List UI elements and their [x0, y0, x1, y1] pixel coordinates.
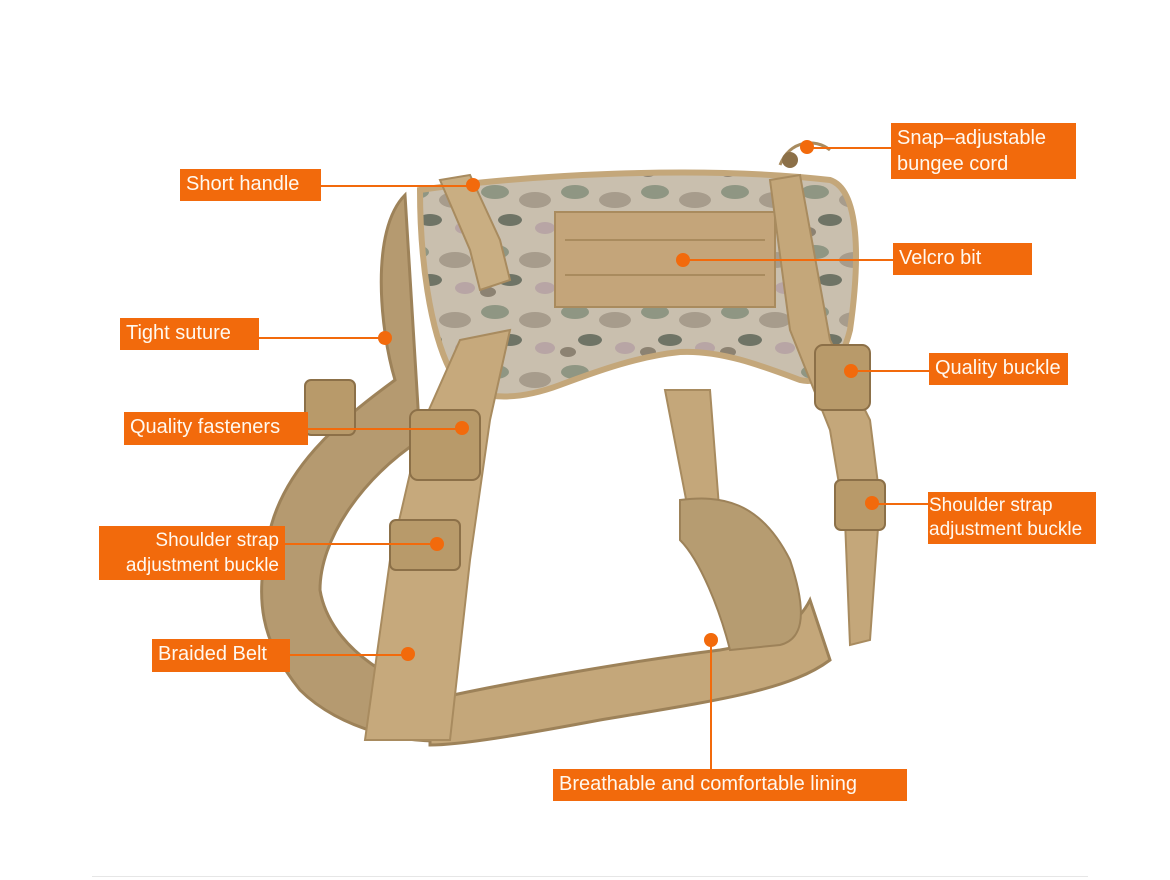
- bottom-divider: [92, 876, 1088, 877]
- label-short-handle: Short handle: [180, 169, 321, 201]
- label-line: Shoulder strap: [929, 495, 1053, 516]
- label-velcro-bit: Velcro bit: [893, 243, 1032, 275]
- label-quality-buckle: Quality buckle: [929, 353, 1068, 385]
- label-line: bungee cord: [897, 153, 1009, 175]
- callout-dot-shoulder-left: [430, 537, 444, 551]
- label-breathable-lining: Breathable and comfortable lining: [553, 769, 907, 801]
- label-line: adjustment buckle: [125, 555, 279, 576]
- callout-leader-suture: [259, 337, 385, 339]
- callout-leader-shoulder-right: [872, 503, 928, 505]
- callout-leader-lining: [710, 640, 712, 770]
- callout-dot-belt: [401, 647, 415, 661]
- callout-leader-handle: [321, 185, 473, 187]
- label-tight-suture: Tight suture: [120, 318, 259, 350]
- callout-leader-buckle: [851, 370, 929, 372]
- label-line: Snap–adjustable: [897, 127, 1047, 149]
- callout-dot-handle: [466, 178, 480, 192]
- callout-leader-belt: [290, 654, 408, 656]
- callout-leader-velcro: [683, 259, 893, 261]
- label-line: Shoulder strap: [155, 530, 279, 551]
- callout-dot-suture: [378, 331, 392, 345]
- callout-dot-fasteners: [455, 421, 469, 435]
- label-shoulder-strap-left: Shoulder strap adjustment buckle: [99, 526, 285, 580]
- label-quality-fasteners: Quality fasteners: [124, 412, 308, 445]
- callout-leader-shoulder-left: [285, 543, 437, 545]
- label-braided-belt: Braided Belt: [152, 639, 290, 672]
- callout-leader-fasteners: [308, 428, 462, 430]
- label-line: adjustment buckle: [929, 519, 1083, 540]
- label-shoulder-strap-right: Shoulder strap adjustment buckle: [928, 492, 1096, 544]
- callout-leader-bungee: [807, 147, 891, 149]
- label-snap-bungee-cord: Snap–adjustable bungee cord: [891, 123, 1076, 179]
